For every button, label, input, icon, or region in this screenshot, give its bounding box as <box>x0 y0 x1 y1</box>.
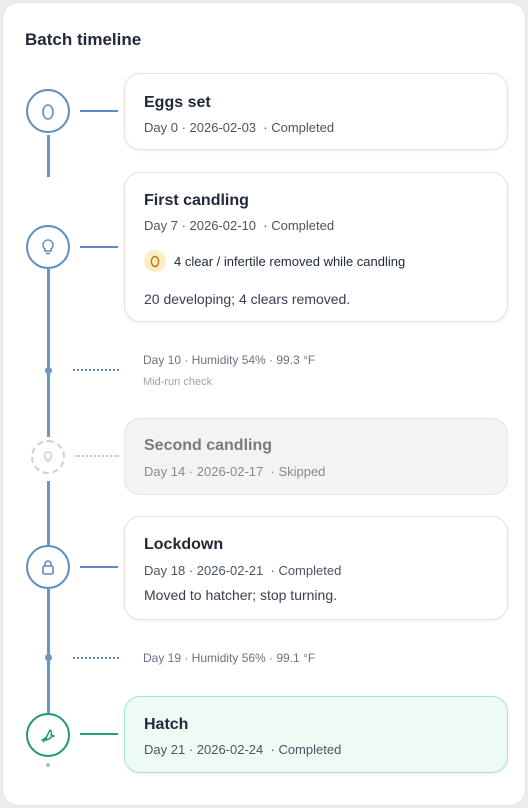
event-card-hatch[interactable]: Hatch Day 21 · 2026-02-24 · Completed <box>124 696 508 773</box>
egg-icon <box>26 89 70 133</box>
node-connector <box>80 246 118 248</box>
reading-connector <box>73 657 119 659</box>
candling-alert: 4 clear / infertile removed while candli… <box>144 250 405 272</box>
timeline-rail <box>47 589 50 713</box>
event-title: Eggs set <box>144 94 211 111</box>
lightbulb-icon <box>31 440 65 474</box>
timeline-rail <box>47 135 50 177</box>
event-meta: Day 21 · 2026-02-24 · Completed <box>144 742 342 757</box>
node-connector <box>80 566 118 568</box>
event-meta: Day 7 · 2026-02-10 · Completed <box>144 218 335 233</box>
event-card-first-candling[interactable]: First candling Day 7 · 2026-02-10 · Comp… <box>124 172 508 322</box>
event-card-eggs-set[interactable]: Eggs set Day 0 · 2026-02-03 · Completed <box>124 73 508 150</box>
event-title: Second candling <box>144 437 273 454</box>
event-meta: Day 14 · 2026-02-17 · Skipped <box>144 464 326 479</box>
timeline-end-dot <box>46 763 50 767</box>
event-note: Moved to hatcher; stop turning. <box>144 587 337 603</box>
event-note: 20 developing; 4 clears removed. <box>144 291 351 307</box>
event-card-lockdown[interactable]: Lockdown Day 18 · 2026-02-21 · Completed… <box>124 516 508 620</box>
event-title: Lockdown <box>144 536 224 553</box>
node-connector <box>75 455 119 457</box>
alert-text: 4 clear / infertile removed while candli… <box>174 253 406 269</box>
event-title: First candling <box>144 192 249 209</box>
node-connector <box>80 733 118 735</box>
bird-icon <box>26 713 70 757</box>
reading-connector <box>73 369 119 371</box>
lock-icon <box>26 545 70 589</box>
egg-icon <box>144 250 166 272</box>
panel-title: Batch timeline <box>25 30 142 49</box>
reading-text: Day 19 · Humidity 56% · 99.1 °F <box>143 651 316 665</box>
event-title: Hatch <box>144 716 189 733</box>
event-meta: Day 18 · 2026-02-21 · Completed <box>144 563 342 578</box>
reading-dot <box>45 654 52 661</box>
event-meta: Day 0 · 2026-02-03 · Completed <box>144 120 335 135</box>
reading-text: Day 10 · Humidity 54% · 99.3 °F <box>143 353 316 367</box>
reading-dot <box>45 367 52 374</box>
timeline-rail <box>47 481 50 545</box>
event-card-second-candling[interactable]: Second candling Day 14 · 2026-02-17 · Sk… <box>124 418 508 495</box>
node-connector <box>80 110 118 112</box>
lightbulb-icon <box>26 225 70 269</box>
reading-sub: Mid-run check <box>143 376 213 388</box>
timeline-rail <box>47 269 50 437</box>
